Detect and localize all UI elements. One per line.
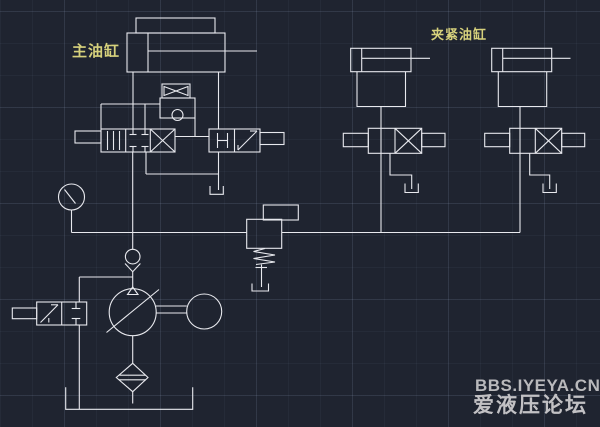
check-throttle-block (100, 83, 196, 137)
filter (115, 335, 149, 404)
tank-drain-symbol (404, 183, 419, 194)
pump (106, 288, 160, 337)
tank-drain-symbol (209, 186, 224, 195)
spring-symbol (253, 247, 276, 266)
pressure-gauge (57, 183, 86, 233)
main-cylinder-label: 主油缸 (72, 43, 121, 60)
watermark-line-2: 爱液压论坛 (473, 394, 588, 417)
drain-line (389, 153, 413, 189)
clamp-valve-1 (342, 127, 446, 154)
aux-directional-valve (208, 128, 285, 153)
drain-line (529, 153, 551, 189)
main-circuit-lines (132, 72, 224, 250)
oil-tank (65, 387, 194, 410)
clamp-cylinder-label: 夹紧油缸 (431, 27, 488, 42)
clamp-circuit-2 (484, 47, 586, 233)
main-directional-valve (74, 128, 209, 153)
tank-drain-symbol (251, 283, 270, 292)
relief-valve (246, 204, 299, 292)
clamp-cylinder-2 (491, 47, 571, 108)
variable-arrow (106, 289, 160, 333)
clamp-valve-2 (484, 127, 586, 154)
watermark-line-1: BBS.IYEYA.CN (475, 376, 600, 395)
flow-arrow (126, 286, 140, 296)
tank-drain-symbol (542, 183, 557, 194)
gauge-needle (64, 189, 76, 204)
manual-valve (11, 276, 133, 410)
motor (156, 293, 223, 330)
clamp-cylinder-1 (350, 47, 430, 108)
check-valve (124, 248, 141, 296)
clamp-circuit-1 (342, 47, 446, 233)
main-cylinder (126, 17, 257, 73)
